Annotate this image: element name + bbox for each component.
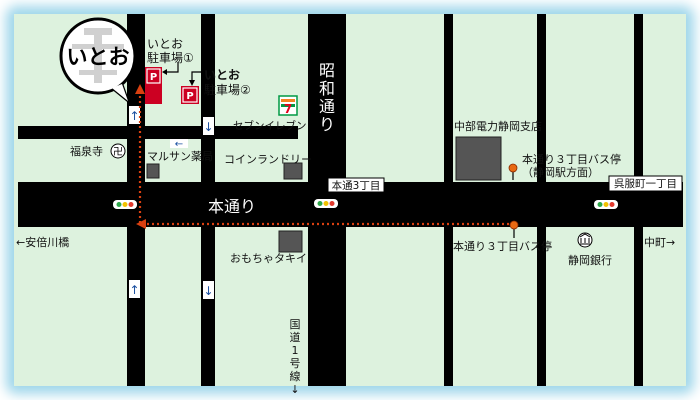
traffic-light-icon [594, 200, 618, 209]
bank-icon [577, 232, 593, 248]
omocha-label: おもちゃタキイ [230, 252, 307, 265]
bus-stop-south [509, 220, 519, 238]
pointer-line [191, 71, 213, 82]
parking-2-label: いとお [204, 68, 240, 82]
parking-lot-1: P [145, 67, 162, 104]
route1-label: 国 道 1 号 線 ↓ [290, 318, 301, 396]
svg-text:号: 号 [290, 357, 301, 370]
place-labels: 福泉寺 マルサン薬局 セブンイレブン コインランドリー 中部電力静岡支店 本通り… [16, 119, 675, 267]
road-v6 [634, 14, 643, 386]
seven-eleven-logo-icon: 7 [278, 95, 298, 116]
road-arrow-signs: ↑ ↓ ← ↑ ↓ [129, 106, 214, 299]
svg-text:↓: ↓ [290, 383, 299, 396]
parking-2-label: 駐車場② [204, 82, 251, 97]
parking-lots: P P [145, 62, 213, 104]
svg-text:↓: ↓ [203, 284, 213, 298]
traffic-light-icon [314, 199, 338, 208]
hon-dori-label: 本通り [208, 197, 256, 216]
bus-stop-north [508, 163, 518, 180]
gofuku-sign: 呉服町一丁目 [614, 178, 677, 190]
shop-logo-text: いとお [67, 45, 130, 69]
up-arrow-icon: ↑ [129, 106, 140, 124]
showa-dori-label: 通 [319, 97, 335, 116]
route-arrowhead-up [135, 84, 145, 94]
intersection-signs: 本通3丁目 呉服町一丁目 [327, 175, 683, 200]
temple-icon: 卍 [110, 143, 126, 159]
west-direction-label: ←安倍川橋 [16, 235, 69, 249]
street-labels: 本通り 昭 和 通 り [208, 61, 335, 216]
up-arrow-icon: ↑ [129, 280, 140, 298]
traffic-light-icon [113, 200, 137, 209]
svg-text:↑: ↑ [129, 109, 139, 123]
svg-text:7: 7 [284, 102, 292, 116]
bus-stop-icon [509, 220, 519, 230]
bus-stop-icon [508, 163, 518, 173]
showa-dori-label: り [319, 115, 335, 134]
laundry-building [283, 162, 303, 180]
road-v5 [537, 14, 546, 386]
parking-1-label: 駐車場① [147, 50, 194, 65]
left-arrow-icon: ← [170, 139, 188, 150]
svg-text:←: ← [175, 139, 183, 150]
upper-side-road [18, 126, 298, 139]
pointer-line [166, 62, 179, 73]
svg-text:道: 道 [290, 330, 301, 344]
traffic-lights [113, 199, 618, 209]
svg-text:卍: 卍 [113, 146, 123, 158]
svg-text:↓: ↓ [203, 120, 213, 134]
busstop-south-label: 本通り３丁目バス停 [453, 239, 552, 253]
laundry-label: コインランドリー [224, 153, 312, 166]
omocha-building [278, 230, 303, 253]
chubu-building [455, 136, 502, 181]
svg-text:↑: ↑ [129, 283, 139, 297]
showa-dori-label: 昭 [319, 61, 335, 80]
showa-dori-label: 和 [319, 79, 335, 98]
svg-text:国: 国 [290, 318, 301, 331]
east-direction-label: 中町→ [644, 236, 675, 249]
svg-text:線: 線 [290, 369, 301, 383]
svg-text:1: 1 [292, 344, 299, 357]
road-v4 [444, 14, 453, 386]
parking-labels: いとお 駐車場① いとお 駐車場② [147, 37, 251, 97]
busstop-north-label: （静岡駅方面） [522, 165, 599, 179]
shop-logo: いとお [59, 17, 137, 103]
route-arrowhead-left [136, 219, 146, 229]
marusan-label: マルサン薬局 [147, 150, 213, 163]
down-arrow-icon: ↓ [203, 117, 214, 135]
parking-lot-2: P [181, 86, 199, 104]
parking-sign-icon: P [186, 91, 193, 102]
down-arrow-icon: ↓ [203, 281, 214, 299]
buildings [146, 136, 502, 253]
busstop-north-label: 本通り３丁目バス停 [522, 152, 621, 166]
fukusenji-label: 福泉寺 [70, 144, 103, 158]
marusan-building [146, 163, 160, 179]
hon3-sign: 本通3丁目 [332, 179, 381, 192]
bank-label: 静岡銀行 [568, 253, 612, 267]
parking-1-label: いとお [147, 37, 183, 51]
chubu-label: 中部電力静岡支店 [454, 119, 542, 133]
seven-eleven-label: セブンイレブン [233, 119, 307, 132]
parking-sign-icon: P [150, 72, 157, 83]
